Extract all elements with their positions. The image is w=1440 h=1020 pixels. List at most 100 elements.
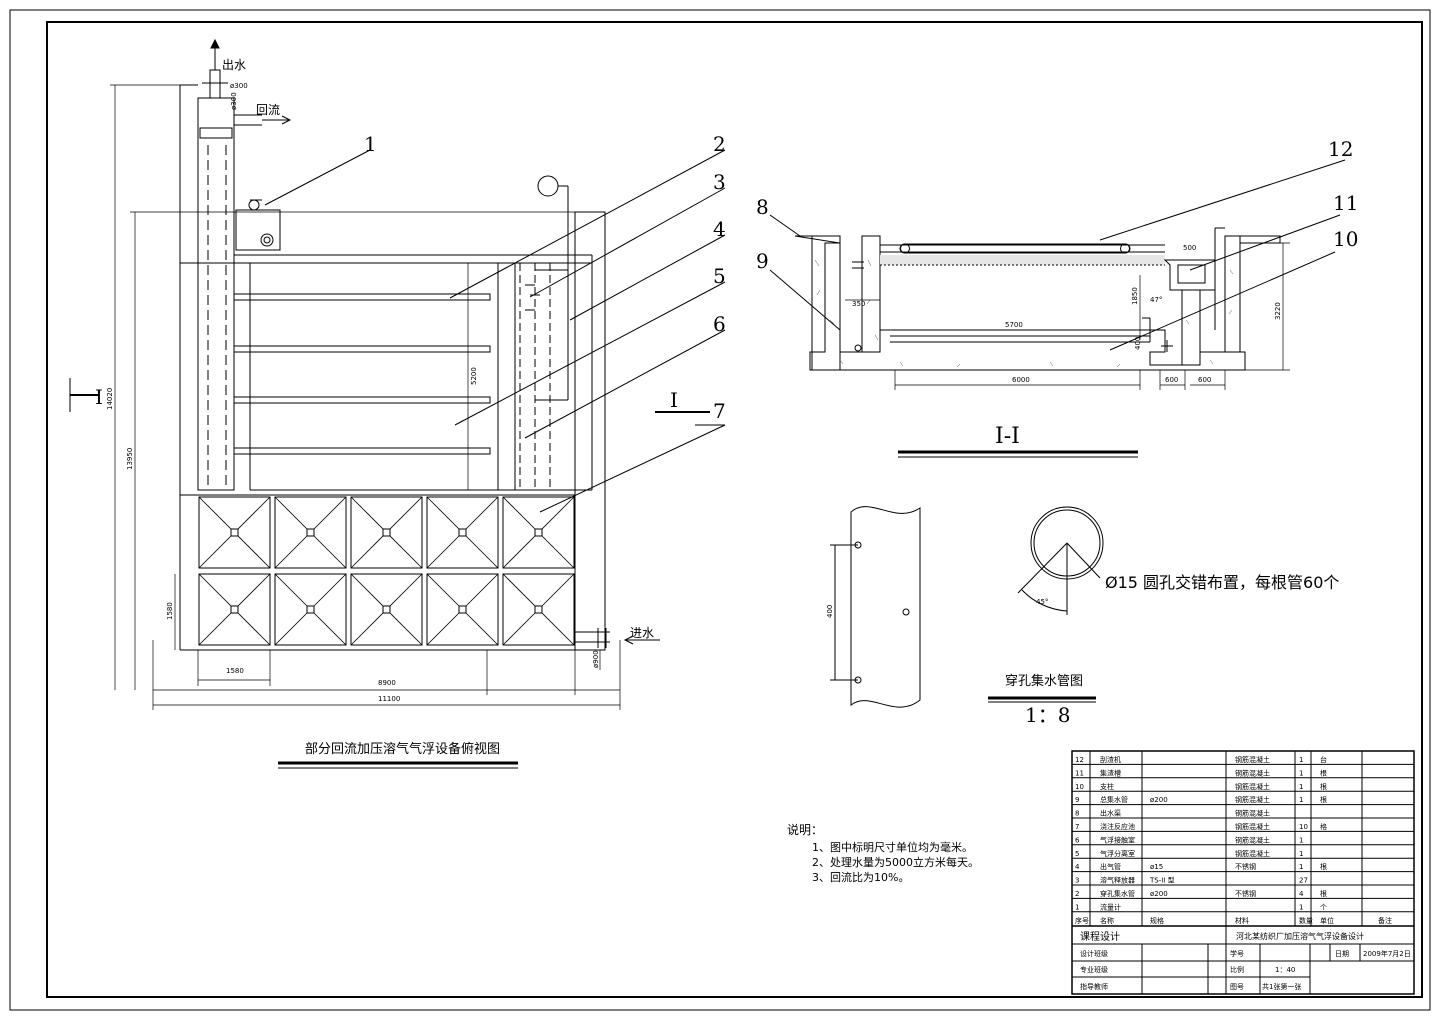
- table-cell: 1: [1299, 769, 1303, 777]
- tb-r2c2: 比例: [1230, 965, 1244, 974]
- table-header-cell: 序号: [1075, 916, 1089, 925]
- table-cell: 27: [1299, 877, 1308, 885]
- section-title: I-I: [995, 424, 1020, 449]
- pipe-dim: 400: [826, 605, 834, 618]
- pipe-detail: [830, 506, 1104, 708]
- dim-e: 600: [1198, 376, 1211, 384]
- table-cell: TS-II 型: [1149, 876, 1175, 885]
- callout-12: 12: [1328, 137, 1353, 161]
- dim-h-total: 14020: [106, 388, 114, 410]
- table-cell: 钢筋混凝土: [1235, 768, 1270, 777]
- table-cell: 出水渠: [1100, 809, 1121, 818]
- table-cell: 4: [1075, 863, 1080, 871]
- tb-r3c3: 共1张第一张: [1262, 982, 1301, 991]
- table-cell: 6: [1075, 836, 1080, 844]
- notes-heading: 说明：: [787, 822, 823, 837]
- table-cell: 1: [1299, 903, 1303, 911]
- tb-course: 课程设计: [1080, 930, 1120, 943]
- table-cell: 根: [1320, 782, 1327, 791]
- table-cell: 8: [1075, 810, 1079, 818]
- dim-j: 400: [1134, 337, 1142, 350]
- table-cell: 总集水管: [1100, 795, 1128, 804]
- dim-h-inner: 13950: [126, 448, 134, 470]
- dim-w-mid: 8900: [378, 679, 396, 687]
- dim-top2: ø300: [230, 92, 238, 110]
- dim-h-mid: 5200: [470, 367, 478, 385]
- callout-9: 9: [756, 249, 769, 273]
- note-1: 1、图中标明尺寸单位均为毫米。: [812, 840, 973, 854]
- dim-top: ø300: [230, 82, 248, 90]
- parts-table-grid: [1071, 750, 1415, 995]
- table-cell: 钢筋混凝土: [1235, 822, 1270, 831]
- tb-r2c0: 专业班级: [1080, 965, 1108, 974]
- note-3: 3、回流比为10%。: [812, 870, 909, 884]
- table-cell: 10: [1075, 783, 1084, 791]
- outlet-label: 出水: [222, 58, 246, 72]
- outer-frame: [9, 9, 1431, 1011]
- table-cell: 钢筋混凝土: [1235, 849, 1270, 858]
- table-cell: 集渣槽: [1100, 768, 1121, 777]
- section-view: [769, 159, 1346, 458]
- section-mark-left: I: [95, 385, 103, 409]
- table-cell: 5: [1075, 850, 1079, 858]
- table-cell: 支柱: [1100, 782, 1114, 791]
- section-mark-right: I: [670, 388, 678, 412]
- tb-r1c0: 设计班级: [1080, 949, 1108, 958]
- table-header-cell: 材料: [1235, 916, 1249, 925]
- callout-5: 5: [713, 264, 726, 288]
- table-cell: 根: [1320, 889, 1327, 898]
- return-label: 回流: [256, 103, 280, 117]
- dim-f: 3220: [1274, 302, 1282, 320]
- table-cell: 3: [1075, 877, 1079, 885]
- table-cell: 流量计: [1100, 902, 1121, 911]
- note-2: 2、处理水量为5000立方米每天。: [812, 855, 979, 869]
- table-header-cell: 名称: [1100, 916, 1114, 925]
- dim-w-box: 1580: [226, 667, 244, 675]
- inlet-label: 进水: [630, 626, 654, 640]
- table-cell: ø200: [1150, 890, 1168, 898]
- dim-g: 1850: [1131, 287, 1139, 305]
- table-cell: ø15: [1150, 863, 1163, 871]
- dim-c: 6000: [1012, 376, 1030, 384]
- table-header-cell: 规格: [1150, 916, 1164, 925]
- dim-b: 5700: [1005, 321, 1023, 329]
- callout-11: 11: [1333, 191, 1358, 215]
- dim-inlet: ø900: [592, 650, 600, 668]
- tb-r3c0: 指导教师: [1080, 982, 1108, 991]
- table-cell: 不锈钢: [1235, 862, 1256, 871]
- tb-r1c2: 学号: [1230, 949, 1244, 958]
- table-cell: 根: [1320, 768, 1327, 777]
- dim-i: 47°: [1150, 296, 1162, 304]
- table-cell: 4: [1299, 890, 1304, 898]
- table-cell: 钢筋混凝土: [1235, 809, 1270, 818]
- table-cell: 1: [1299, 756, 1303, 764]
- dim-h-box: 1580: [166, 602, 174, 620]
- tb-r2c3: 1：40: [1275, 966, 1295, 974]
- callout-4: 4: [713, 217, 726, 241]
- table-header-cell: 数量: [1299, 916, 1313, 925]
- table-cell: 浇注反应池: [1100, 822, 1135, 831]
- table-cell: 钢筋混凝土: [1235, 755, 1270, 764]
- pipe-title: 穿孔集水管图: [1005, 673, 1083, 689]
- table-cell: 溶气释放器: [1100, 876, 1135, 885]
- table-cell: 12: [1075, 756, 1084, 764]
- table-cell: 1: [1299, 796, 1303, 804]
- table-cell: 1: [1075, 903, 1079, 911]
- table-cell: ø200: [1150, 796, 1168, 804]
- side-view-title: 部分回流加压溶气气浮设备俯视图: [305, 741, 500, 757]
- table-cell: 穿孔集水管: [1100, 889, 1135, 898]
- pipe-angle: 45°: [1036, 598, 1048, 606]
- table-cell: 1: [1299, 783, 1303, 791]
- table-cell: 1: [1299, 850, 1303, 858]
- side-view: [69, 38, 726, 769]
- table-cell: 出气管: [1100, 862, 1121, 871]
- table-cell: 1: [1299, 863, 1303, 871]
- callout-7: 7: [713, 399, 726, 423]
- tb-r1c4: 日期: [1335, 950, 1349, 958]
- callout-6: 6: [713, 312, 726, 336]
- table-cell: 10: [1299, 823, 1308, 831]
- callout-10: 10: [1333, 227, 1358, 251]
- tb-project: 河北某纺织厂加压溶气气浮设备设计: [1236, 931, 1364, 941]
